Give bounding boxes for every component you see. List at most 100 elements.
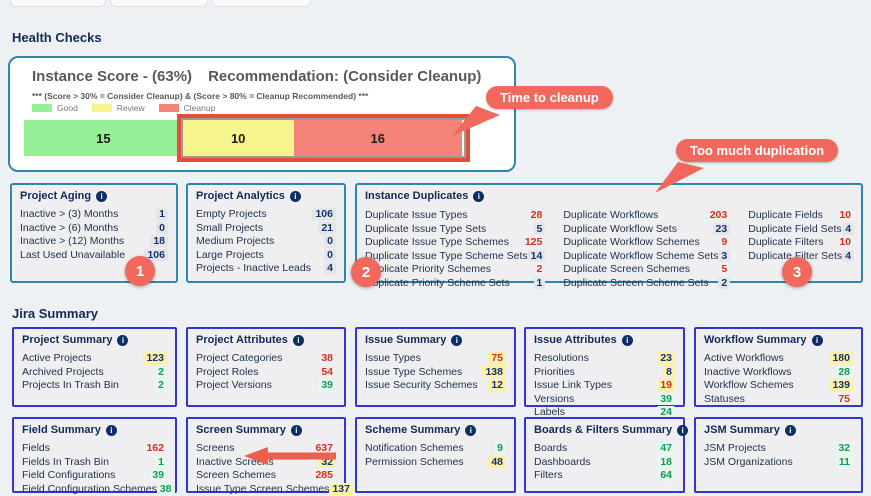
stat-label: Versions [534,392,575,405]
stat-value: 21 [318,221,336,234]
marker-2: 2 [351,257,381,287]
panel-title: Issue Attributes [534,334,617,346]
stat-value: 8 [663,365,675,378]
info-icon[interactable]: i [465,424,477,436]
stat-value: 2 [155,379,167,392]
panel-title: Scheme Summary [365,424,461,436]
good-swatch-icon [32,104,52,112]
stat-row: Inactive > (3) Months 1 [20,208,168,221]
stat-value: 39 [657,392,675,405]
stat-value: 1 [155,455,167,468]
stat-value: 203 [709,209,728,221]
info-icon[interactable]: i [289,190,301,202]
stat-label: Inactive > (3) Months [20,208,119,220]
stat-value: 123 [143,352,167,365]
stat-label: Medium Projects [196,235,275,247]
legend-item-cleanup: Cleanup [158,103,215,113]
stat-row: Duplicate Fields 10 [748,209,854,222]
bar-segment-review: 10 [182,120,294,156]
stat-value: 4 [842,222,855,235]
stat-value: 38 [156,482,175,495]
stat-value: 10 [839,209,852,221]
stat-value: 64 [657,469,675,482]
stat-value: 32 [835,442,853,455]
info-icon[interactable]: i [784,424,796,436]
stat-label: Issue Link Types [534,379,613,391]
stat-value: 637 [315,442,333,454]
panel-title: Project Summary [22,334,113,346]
stat-value: 162 [146,442,164,454]
stat-label: Duplicate Issue Type Scheme Sets [365,249,528,262]
stat-value: 39 [149,469,167,482]
info-icon[interactable]: i [677,424,689,436]
info-icon[interactable]: i [105,424,117,436]
panel-title: Project Analytics [196,190,285,202]
info-icon[interactable]: i [96,190,108,202]
stat-label: Duplicate Issue Types [365,209,468,221]
stat-value: 2 [155,365,167,378]
stat-label: Large Projects [196,248,264,261]
stat-value: 0 [324,235,336,248]
stat-label: Active Workflows [704,352,784,364]
info-icon[interactable]: i [473,190,485,202]
panel-title: JSM Summary [704,424,780,436]
stat-label: Duplicate Fields [748,209,823,221]
review-swatch-icon [91,104,112,112]
stat-label: Issue Types [365,352,421,364]
info-icon[interactable]: i [292,334,304,346]
cleanup-highlight-box [177,114,470,162]
stat-row: Projects In Trash Bin 2 [22,379,167,392]
stat-label: JSM Projects [704,442,766,454]
panel-title: Instance Duplicates [365,190,469,202]
stat-value: 1 [156,208,168,221]
time-to-cleanup-callout: Time to cleanup [486,86,613,109]
marker-3: 3 [782,257,812,287]
stat-value: 47 [657,442,675,455]
stat-label: Duplicate Issue Type Schemes [365,236,509,248]
stat-label: Duplicate Workflow Scheme Sets [563,249,719,262]
stat-label: Duplicate Filter Sets [748,249,843,262]
stat-value: 18 [657,455,675,468]
cleanup-swatch-icon [158,104,179,112]
stat-value: 180 [829,352,853,365]
stat-label: Projects - Inactive Leads [196,262,311,274]
info-icon[interactable]: i [451,334,463,346]
info-icon[interactable]: i [621,334,633,346]
stat-label: Projects In Trash Bin [22,379,119,391]
stat-label: Archived Projects [22,365,104,378]
stat-label: Duplicate Issue Type Sets [365,222,487,235]
info-icon[interactable]: i [290,424,302,436]
stat-value: 5 [721,263,728,275]
instance-score-title: Instance Score - (63%) [32,68,193,85]
info-icon[interactable]: i [117,334,129,346]
stat-value: 0 [324,248,336,261]
info-icon[interactable]: i [811,334,823,346]
instance-score-card: Instance Score - (63%) Recommendation: (… [8,56,516,172]
stat-row: Active Workflows 180 [704,352,853,365]
